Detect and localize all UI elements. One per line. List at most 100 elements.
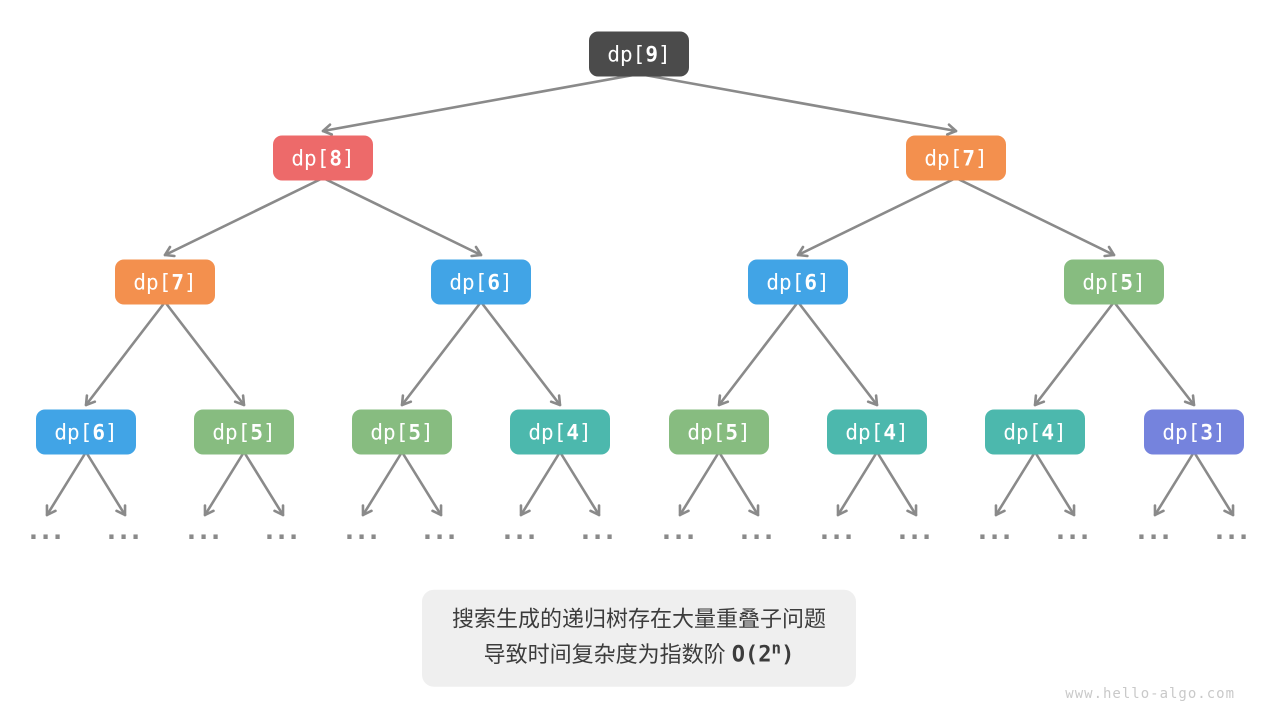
leaf-ellipsis: ... bbox=[28, 517, 66, 545]
tree-node-dp-5: dp[5] bbox=[669, 409, 769, 455]
edge-arrow bbox=[203, 450, 246, 517]
edge-arrow bbox=[479, 300, 562, 407]
node-label: 6 bbox=[92, 420, 105, 444]
edge-arrow bbox=[519, 450, 562, 517]
complexity-formula: O(2n) bbox=[731, 638, 795, 669]
tree-node-dp-4: dp[4] bbox=[827, 409, 927, 455]
node-label: 6 bbox=[487, 270, 500, 294]
edge-arrow bbox=[163, 176, 325, 258]
node-label: dp[ bbox=[687, 420, 726, 444]
node-label: dp[ bbox=[766, 270, 805, 294]
node-label: dp[ bbox=[370, 420, 409, 444]
node-label: ] bbox=[262, 420, 276, 444]
watermark: www.hello-algo.com bbox=[1065, 686, 1235, 702]
edge-arrow bbox=[242, 450, 285, 517]
tree-node-dp-6: dp[6] bbox=[36, 409, 136, 455]
node-label: ] bbox=[1212, 420, 1226, 444]
node-label: 4 bbox=[1041, 420, 1054, 444]
tree-node-dp-4: dp[4] bbox=[985, 409, 1085, 455]
edge-arrow bbox=[717, 450, 760, 517]
node-label: 6 bbox=[804, 270, 817, 294]
node-label: ] bbox=[499, 270, 513, 294]
node-label: dp[ bbox=[607, 42, 646, 66]
node-label: ] bbox=[895, 420, 909, 444]
node-label: dp[ bbox=[1162, 420, 1201, 444]
leaf-ellipsis: ... bbox=[264, 517, 302, 545]
edge-arrow bbox=[163, 300, 246, 407]
edge-arrow bbox=[1192, 450, 1235, 517]
node-label: ] bbox=[578, 420, 592, 444]
node-label: dp[ bbox=[291, 146, 330, 170]
node-label: ] bbox=[341, 146, 355, 170]
leaf-ellipsis: ... bbox=[1055, 517, 1093, 545]
leaf-ellipsis: ... bbox=[106, 517, 144, 545]
tree-node-dp-8: dp[8] bbox=[273, 135, 373, 181]
node-label: 5 bbox=[725, 420, 738, 444]
node-label: dp[ bbox=[133, 270, 172, 294]
node-label: dp[ bbox=[1003, 420, 1042, 444]
node-label: dp[ bbox=[449, 270, 488, 294]
node-label: 4 bbox=[566, 420, 579, 444]
node-label: ] bbox=[183, 270, 197, 294]
tree-node-dp-9: dp[9] bbox=[589, 31, 689, 77]
edge-arrow bbox=[84, 300, 167, 407]
edge-arrow bbox=[1033, 450, 1076, 517]
node-label: 5 bbox=[1120, 270, 1133, 294]
node-label: dp[ bbox=[845, 420, 884, 444]
leaf-ellipsis: ... bbox=[580, 517, 618, 545]
edge-arrow bbox=[796, 176, 958, 258]
node-label: ] bbox=[657, 42, 671, 66]
edge-arrow bbox=[45, 450, 88, 517]
node-label: ] bbox=[1053, 420, 1067, 444]
node-label: dp[ bbox=[212, 420, 251, 444]
edge-arrow bbox=[954, 176, 1116, 258]
edge-arrow bbox=[875, 450, 918, 517]
caption-line1: 搜索生成的递归树存在大量重叠子问题 bbox=[451, 606, 827, 632]
tree-node-dp-5: dp[5] bbox=[194, 409, 294, 455]
edge-arrow bbox=[796, 300, 879, 407]
leaf-ellipsis: ... bbox=[977, 517, 1015, 545]
tree-node-dp-7: dp[7] bbox=[906, 135, 1006, 181]
tree-node-dp-6: dp[6] bbox=[748, 259, 848, 305]
edge-arrow bbox=[1153, 450, 1196, 517]
node-label: 4 bbox=[883, 420, 896, 444]
edge-arrow bbox=[1112, 300, 1196, 407]
leaf-ellipsis: ... bbox=[1214, 517, 1252, 545]
leaf-ellipsis: ... bbox=[1136, 517, 1174, 545]
node-label: dp[ bbox=[54, 420, 93, 444]
tree-node-dp-5: dp[5] bbox=[352, 409, 452, 455]
node-label: 3 bbox=[1200, 420, 1213, 444]
edge-arrow bbox=[361, 450, 404, 517]
leaf-ellipsis: ... bbox=[897, 517, 935, 545]
caption-box: 搜索生成的递归树存在大量重叠子问题 导致时间复杂度为指数阶 O(2n) bbox=[421, 589, 857, 687]
edge-arrow bbox=[400, 450, 443, 517]
caption-line2-text: 导致时间复杂度为指数阶 bbox=[483, 642, 732, 668]
node-label: ] bbox=[1132, 270, 1146, 294]
node-label: ] bbox=[104, 420, 118, 444]
complexity-exponent: n bbox=[771, 638, 782, 658]
leaf-ellipsis: ... bbox=[502, 517, 540, 545]
edge-arrow bbox=[637, 72, 958, 136]
tree-node-dp-6: dp[6] bbox=[431, 259, 531, 305]
tree-node-dp-5: dp[5] bbox=[1064, 259, 1164, 305]
leaf-ellipsis: ... bbox=[739, 517, 777, 545]
edge-arrow bbox=[678, 450, 721, 517]
node-label: 7 bbox=[962, 146, 975, 170]
tree-node-dp-4: dp[4] bbox=[510, 409, 610, 455]
node-label: 7 bbox=[171, 270, 184, 294]
tree-node-dp-7: dp[7] bbox=[115, 259, 215, 305]
node-label: 8 bbox=[329, 146, 342, 170]
leaf-ellipsis: ... bbox=[186, 517, 224, 545]
node-label: 9 bbox=[645, 42, 658, 66]
caption-line2: 导致时间复杂度为指数阶 O(2n) bbox=[452, 637, 826, 673]
leaf-ellipsis: ... bbox=[819, 517, 857, 545]
node-label: ] bbox=[420, 420, 434, 444]
edge-arrow bbox=[994, 450, 1037, 517]
edge-arrow bbox=[836, 450, 879, 517]
node-label: ] bbox=[816, 270, 830, 294]
edge-arrow bbox=[558, 450, 601, 517]
leaf-ellipsis: ... bbox=[422, 517, 460, 545]
leaf-ellipsis: ... bbox=[344, 517, 382, 545]
node-label: dp[ bbox=[1082, 270, 1121, 294]
